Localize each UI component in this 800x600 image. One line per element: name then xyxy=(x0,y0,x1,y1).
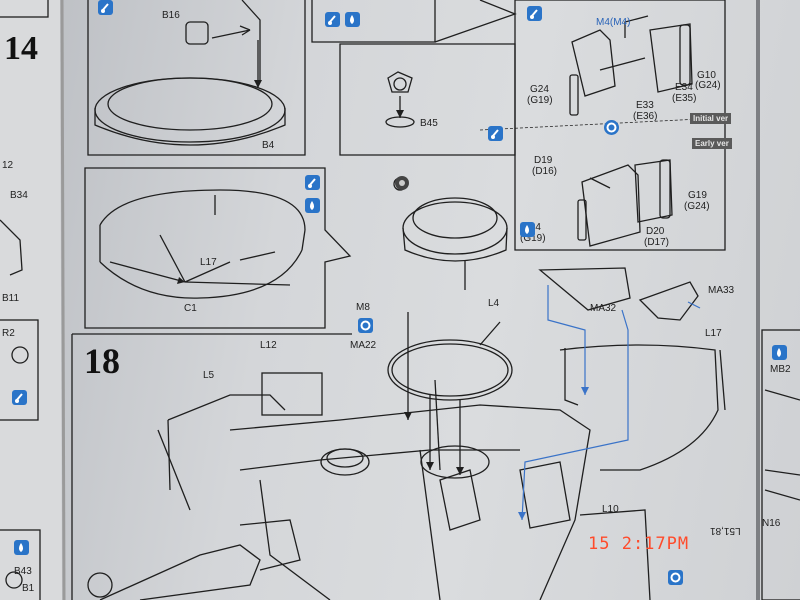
cement-icon xyxy=(14,540,29,555)
label-b43: B43 xyxy=(14,566,32,577)
label-m8: M8 xyxy=(356,302,370,313)
option-icon xyxy=(604,120,619,135)
camera-date-stamp: 15 2:17PM xyxy=(588,534,690,554)
label-b45: B45 xyxy=(420,118,438,129)
cement-icon xyxy=(772,345,787,360)
label-12: 12 xyxy=(2,160,14,171)
label-b4: B4 xyxy=(262,140,275,151)
option-icon xyxy=(668,570,683,585)
label-e34: E34 xyxy=(675,82,693,93)
label-g19-top: (G19) xyxy=(527,95,553,106)
cement-icon xyxy=(520,222,535,237)
label-l17-inset: L17 xyxy=(200,257,217,268)
label-g19-right: G19 xyxy=(688,190,707,201)
cement-icon xyxy=(305,198,320,213)
label-b16: B16 xyxy=(162,10,180,21)
label-d20: D20 xyxy=(646,226,665,237)
label-g19-bottom: (G19) xyxy=(520,233,546,244)
early-version-tag: Early ver xyxy=(692,138,732,149)
step-number-14: 14 xyxy=(4,30,38,67)
label-r2: R2 xyxy=(2,328,15,339)
step-number-18: 18 xyxy=(84,341,120,381)
label-e36: (E36) xyxy=(633,111,658,122)
label-c1: C1 xyxy=(184,303,197,314)
drill-icon xyxy=(395,176,409,190)
label-g10: G10 xyxy=(697,70,716,81)
label-b1: B1 xyxy=(22,583,35,594)
paint-icon xyxy=(12,390,27,405)
label-g24-right2: (G24) xyxy=(684,201,710,212)
label-d19: D19 xyxy=(534,155,553,166)
label-g24-right: (G24) xyxy=(695,80,721,91)
paint-icon xyxy=(488,126,503,141)
option-icon xyxy=(358,318,373,333)
label-m4: M4(M4) xyxy=(596,17,631,28)
label-l10: L10 xyxy=(602,504,619,515)
label-l17: L17 xyxy=(705,328,722,339)
label-mb2: MB2 xyxy=(770,364,791,375)
label-l51: L51,81 xyxy=(710,525,741,536)
label-d16: (D16) xyxy=(532,166,558,177)
label-e33: E33 xyxy=(636,100,654,111)
label-l5: L5 xyxy=(203,370,215,381)
label-ma22: MA22 xyxy=(350,340,377,351)
label-g24-top: G24 xyxy=(530,84,549,95)
label-b11: B11 xyxy=(2,293,20,304)
label-e35: (E35) xyxy=(672,93,697,104)
paint-icon xyxy=(305,175,320,190)
label-ma33: MA33 xyxy=(708,285,735,296)
label-n16: N16 xyxy=(762,518,781,529)
paint-icon xyxy=(98,0,113,15)
label-l4: L4 xyxy=(488,298,500,309)
label-l12: L12 xyxy=(260,340,277,351)
label-d17: (D17) xyxy=(644,237,670,248)
label-b34: B34 xyxy=(10,190,28,201)
cement-icon xyxy=(345,12,360,27)
paint-icon xyxy=(527,6,542,21)
initial-version-tag: Initial ver xyxy=(690,113,732,124)
label-ma32: MA32 xyxy=(590,303,617,314)
paint-icon xyxy=(325,12,340,27)
